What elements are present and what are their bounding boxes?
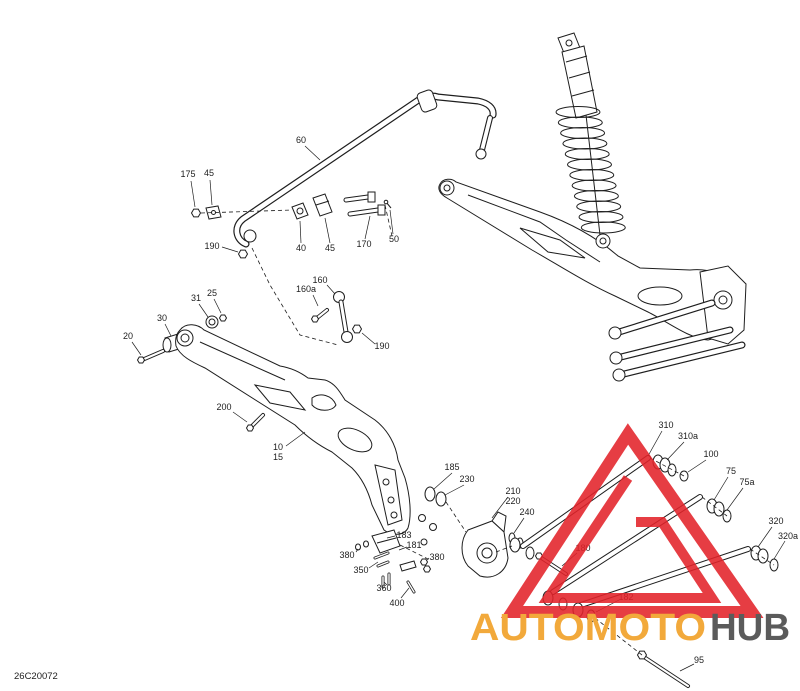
callout-220: 220: [505, 496, 520, 506]
nut-190-lower: [352, 324, 362, 334]
figure-code: 26C20072: [14, 671, 58, 682]
callout-210: 210: [505, 486, 520, 496]
screw-400: [406, 580, 416, 594]
bolt-20: [137, 349, 165, 364]
callout-185: 185: [444, 462, 459, 472]
callout-175: 175: [180, 169, 195, 179]
pin-50: [383, 199, 392, 209]
callout-30: 30: [157, 313, 167, 323]
callout-350: 350: [353, 565, 368, 575]
screws-380-left: [355, 540, 369, 551]
callout-183: 183: [396, 530, 411, 540]
callout-31: 31: [191, 293, 201, 303]
callout-15: 15: [273, 452, 283, 462]
washer-31: [205, 315, 219, 329]
callout-45-plate: 45: [204, 168, 214, 178]
callout-160: 160: [312, 275, 327, 285]
link-bolt-160a: [311, 308, 329, 323]
trailing-arm: [175, 324, 411, 535]
callout-40: 40: [296, 243, 306, 253]
callout-230: 230: [459, 474, 474, 484]
callout-360: 360: [376, 583, 391, 593]
nut-25: [219, 314, 227, 322]
assembled-knuckle-bracket: [699, 265, 747, 345]
screws-360: [381, 572, 391, 589]
knuckle: [461, 511, 509, 578]
callout-160a: 160a: [296, 284, 316, 294]
watermark-logo: [500, 423, 764, 618]
callout-190-lower: 190: [374, 341, 389, 351]
callout-200: 200: [216, 402, 231, 412]
callout-20: 20: [123, 331, 133, 341]
callout-25: 25: [207, 288, 217, 298]
callout-320a: 320a: [778, 531, 798, 541]
assembly-lines: [200, 204, 775, 656]
sway-bar-end-link: [475, 115, 493, 160]
nut-190-upper: [238, 249, 248, 259]
callout-310a: 310a: [678, 431, 698, 441]
plate-45: [205, 205, 222, 220]
callout-75: 75: [726, 466, 736, 476]
callout-50: 50: [389, 234, 399, 244]
callout-310: 310: [658, 420, 673, 430]
watermark-brand-right: HUB: [710, 607, 790, 649]
radius-rod-75: [550, 494, 703, 595]
rod-bushings-upper: [652, 454, 779, 572]
sway-bar: [233, 89, 497, 248]
nut-175: [191, 208, 201, 218]
sway-bar-link: [333, 291, 353, 343]
watermark-brand-left: AUTOMOTO: [470, 607, 706, 649]
sway-bar-bracket: [312, 193, 333, 217]
bracket-bolt-upper: [343, 191, 376, 203]
bushing-230: [435, 491, 447, 507]
callout-190-upper: 190: [204, 241, 219, 251]
callout-100: 100: [703, 449, 718, 459]
callout-60: 60: [296, 135, 306, 145]
callout-181: 181: [406, 540, 421, 550]
bolt-200: [246, 413, 265, 432]
callout-75a: 75a: [739, 477, 754, 487]
watermark-triangle-icon: [500, 423, 764, 618]
shock-absorber: [557, 32, 601, 236]
callout-45-bracket: 45: [325, 243, 335, 253]
callout-170: 170: [356, 239, 371, 249]
callout-10: 10: [273, 442, 283, 452]
assembled-radius-rods: [608, 299, 746, 382]
assembled-trailing-arm: [438, 178, 743, 341]
bolt-95: [637, 650, 690, 688]
leader-lines: [131, 145, 786, 672]
bracket-bolt-170: [347, 204, 386, 217]
callout-320: 320: [768, 516, 783, 526]
callout-95: 95: [694, 655, 704, 665]
callout-240: 240: [519, 507, 534, 517]
callout-labels: 60 175 45 40 45 170 50 190 160 160a 31 2…: [123, 135, 798, 665]
bushing-185: [424, 486, 436, 502]
sway-bar-bushing: [291, 202, 309, 220]
callout-380-left: 380: [339, 550, 354, 560]
bracket-183: [371, 529, 401, 554]
washers-knuckle: [418, 514, 437, 546]
callout-380-right: 380: [429, 552, 444, 562]
coil-spring: [555, 106, 626, 249]
bolts-350: [373, 551, 390, 568]
callout-400: 400: [389, 598, 404, 608]
clip-181: [399, 560, 417, 572]
